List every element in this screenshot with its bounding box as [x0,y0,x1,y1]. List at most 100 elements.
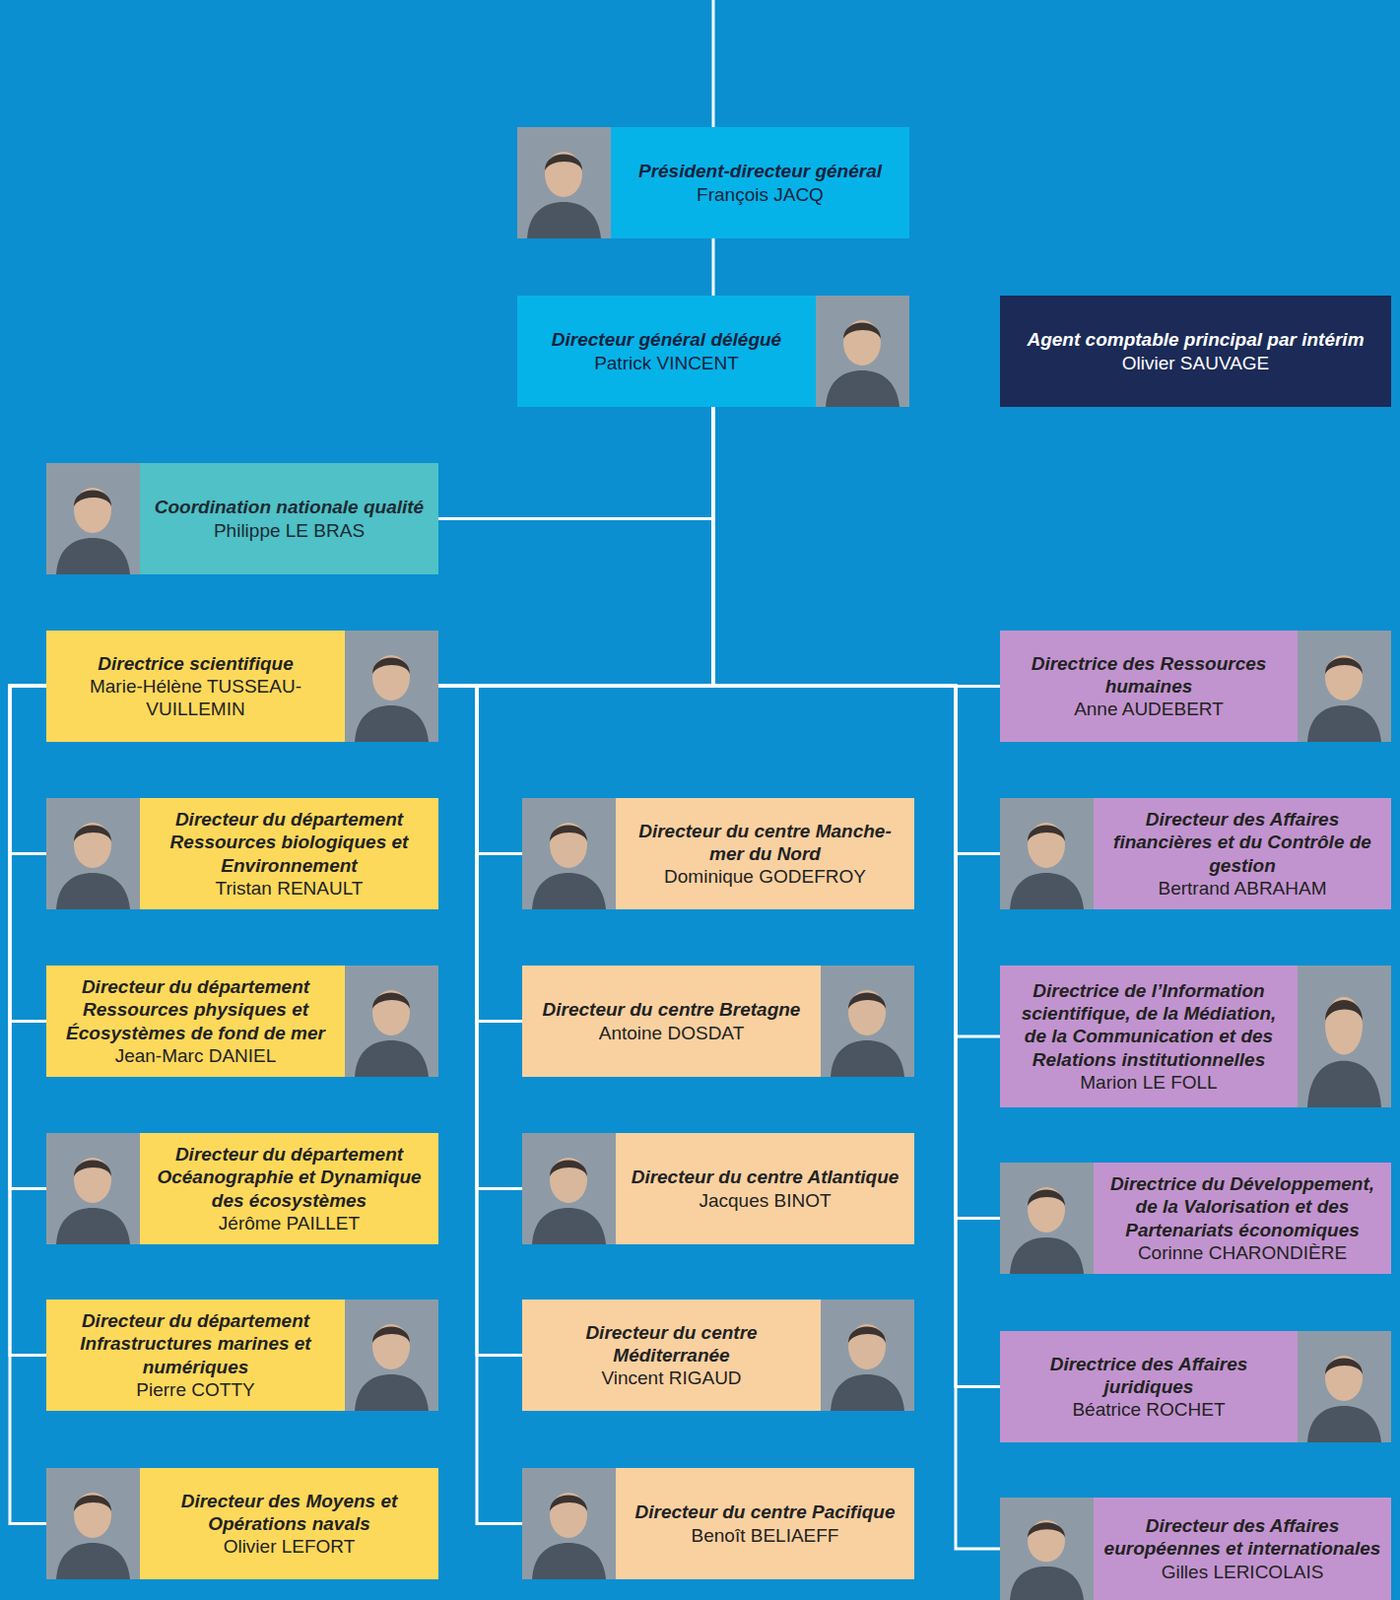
photo-hair [1027,1190,1066,1207]
photo-hair [549,825,588,843]
photo-face [372,990,410,1036]
person-name: Anne AUDEBERT [1007,697,1290,721]
person-name: Marie-Hélène TUSSEAU-VUILLEMIN [54,674,337,721]
photo-ground [517,127,611,239]
photo-ground [344,630,439,742]
org-connector [713,406,1000,687]
org-connector [438,406,714,520]
photo-face [1027,822,1066,868]
org-box: Directeur des Affaires européennes et in… [1000,1497,1392,1600]
text-area: Directeur des Affaires européennes et in… [1093,1497,1392,1600]
person-name: Olivier LEFORT [147,1534,431,1558]
role-title: Directeur du département Infrastructures… [54,1309,337,1379]
role-title: Président-directeur général [618,159,902,183]
photo-hair [1325,658,1363,675]
role-title: Agent comptable principal par intérim [1007,328,1384,351]
text-area: Directeur du centre PacifiqueBenoît BELI… [615,1467,915,1580]
person-name: Tristan RENAULT [147,876,431,900]
org-box: Directeur des Affaires financières et du… [1000,798,1392,910]
photo-face [73,1492,112,1538]
photo-ground [522,1133,616,1245]
org-connector [476,406,714,855]
photo-hair [372,993,410,1010]
role-title: Directeur du centre Méditerranée [530,1321,813,1367]
text-area: Coordination nationale qualitéPhilippe L… [139,463,439,575]
org-connector [476,406,714,1022]
portrait-photo [344,630,439,742]
person-name: Antoine DOSDAT [530,1021,813,1045]
photo-shoulders [830,1374,905,1411]
photo-hair [848,993,886,1010]
portrait-photo [522,1133,616,1245]
person-name: Patrick VINCENT [525,351,808,375]
portrait-photo [1297,1331,1392,1443]
portrait-photo [46,1133,140,1245]
photo-face [549,822,588,868]
photo-shoulders [532,1207,606,1245]
role-title: Directeur du centre Bretagne [530,998,813,1021]
text-stack: Agent comptable principal par intérimOli… [1007,328,1384,374]
text-area: Directrice scientifiqueMarie-Hélène TUSS… [46,630,345,742]
org-box: Directrice des Affaires juridiquesBéatri… [1000,1331,1392,1443]
portrait-photo [46,798,140,910]
text-stack: Président-directeur généralFrançois JACQ [618,159,902,205]
photo-face [848,990,886,1036]
person-name: Béatrice ROCHET [1007,1398,1290,1421]
org-connector [438,406,714,687]
text-area: Directeur des Moyens et Opérations naval… [139,1467,439,1580]
photo-shoulders [527,201,601,239]
photo-hair [1027,1522,1066,1537]
org-box: Directeur du centre AtlantiqueJacques BI… [522,1133,915,1245]
text-area: Directeur général déléguéPatrick VINCENT [517,295,816,407]
role-title: Directeur du département Océanographie e… [147,1142,431,1212]
photo-ground [344,1299,439,1411]
photo-ground [815,295,910,407]
portrait-photo [46,1467,140,1580]
photo-face [1027,1520,1066,1562]
text-area: Agent comptable principal par intérimOli… [1000,295,1392,407]
person-name: Gilles LERICOLAIS [1101,1560,1384,1584]
role-title: Directeur du département Ressources phys… [54,975,337,1045]
text-stack: Directeur du centre PacifiqueBenoît BELI… [623,1500,907,1546]
role-title: Directeur des Affaires financières et du… [1101,807,1384,877]
photo-hair [848,1327,886,1344]
photo-shoulders [830,1040,905,1077]
org-box: Coordination nationale qualitéPhilippe L… [46,463,439,575]
portrait-photo [517,127,611,239]
portrait-photo [522,1467,616,1580]
org-box: Directrice des Ressources humainesAnne A… [1000,630,1392,742]
photo-shoulders [56,537,131,575]
photo-face [843,320,881,366]
role-title: Directeur des Affaires européennes et in… [1101,1514,1384,1560]
portrait-photo [1297,630,1392,742]
person-name: Marion LE FOLL [1007,1070,1290,1094]
org-connector [9,406,714,1022]
photo-hair [549,1160,588,1178]
portrait-photo [46,463,140,575]
org-box: Agent comptable principal par intérimOli… [1000,295,1392,407]
text-stack: Coordination nationale qualitéPhilippe L… [147,495,431,541]
text-area: Directeur du département Infrastructures… [46,1299,345,1411]
person-name: Benoît BELIAEFF [623,1524,907,1547]
photo-hair [73,490,112,508]
photo-hair [544,154,583,172]
photo-hair [1325,1000,1363,1021]
person-name: Jacques BINOT [623,1189,907,1212]
text-stack: Directeur général déléguéPatrick VINCENT [525,328,808,374]
org-box: Président-directeur généralFrançois JACQ [517,127,910,239]
photo-hair [73,825,112,843]
photo-face [73,822,112,868]
portrait-photo [820,1299,915,1411]
text-area: Directrice des Ressources humainesAnne A… [1000,630,1298,742]
text-area: Directeur du centre Manche-mer du NordDo… [615,798,915,910]
org-box: Directeur du centre PacifiqueBenoît BELI… [522,1467,915,1580]
role-title: Directrice des Ressources humaines [1007,652,1290,698]
person-name: Jean-Marc DANIEL [54,1044,337,1067]
text-stack: Directeur du département Ressources phys… [54,975,337,1067]
text-area: Directeur des Affaires financières et du… [1093,798,1392,910]
text-stack: Directrice des Affaires juridiquesBéatri… [1007,1352,1290,1422]
person-name: Bertrand ABRAHAM [1101,876,1384,900]
photo-hair [1325,1358,1363,1376]
photo-hair [372,658,410,675]
